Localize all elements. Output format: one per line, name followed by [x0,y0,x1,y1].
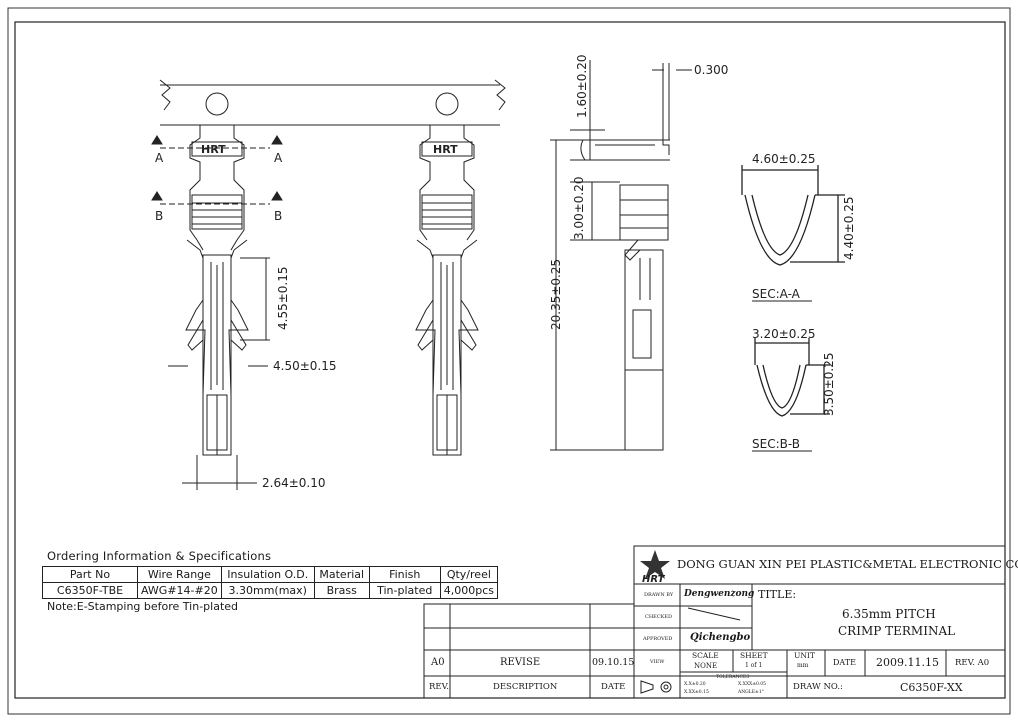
rev-label: REV. A0 [955,658,990,668]
company-logo-star [640,550,670,579]
cell-qty: 4,000pcs [439,582,499,599]
col-date-header: DATE [601,682,626,692]
scale-value: NONE [694,662,718,670]
terminal-side-view [550,60,692,451]
stamp-hrt-1: HRT [201,143,226,156]
cell-material: Brass [313,582,370,599]
dim-440-text: 4.40±0.25 [842,197,856,261]
drawno-value: C6350F-XX [900,681,963,694]
ordering-title: Ordering Information & Specifications [47,549,272,563]
rev-row-rev: A0 [431,657,445,668]
header-part-no: Part No [42,566,138,583]
dim-450-text: 4.50±0.15 [273,359,337,373]
terminal-front-view-2 [415,125,479,456]
approved-by-value: Qichengbo [690,632,751,643]
title-line-2: CRIMP TERMINAL [838,624,956,638]
dim-320-text: 3.20±0.25 [752,327,816,341]
cell-wire-range: AWG#14-#20 [137,582,222,599]
drawn-by-value: Dengwenzong [684,589,755,599]
company-logo-text: HRT [642,574,666,585]
section-bb-shape [754,338,830,417]
section-mark-a-right: A [274,151,283,165]
checked-label: CHECKED [645,614,673,620]
terminal-front-view-1 [159,79,506,456]
section-aa-shape [741,165,845,266]
ordering-header-row: Part No Wire Range Insulation O.D. Mater… [42,566,499,583]
date-label: DATE [833,658,856,667]
dim-160-text: 1.60±0.20 [575,55,589,119]
projection-circle-icon [660,681,672,693]
tolerance-4: ANGLE±1° [738,690,764,695]
section-mark-a-left: A [155,151,164,165]
dim-460-text: 4.60±0.25 [752,152,816,166]
dim-0300-text: 0.300 [694,63,728,77]
unit-label: UNIT [794,651,815,660]
rev-row-date: 09.10.15 [592,657,635,668]
header-wire-range: Wire Range [137,566,222,583]
header-material: Material [313,566,370,583]
title-block-grid [423,545,1006,699]
tolerance-1: X.X±0.20 [684,682,706,687]
ordering-data-row: C6350F-TBE AWG#14-#20 3.30mm(max) Brass … [42,582,499,599]
cell-part-no: C6350F-TBE [42,582,138,599]
section-aa-label: SEC:A-A [752,287,801,301]
section-mark-b-right: B [274,209,282,223]
ordering-table: Part No Wire Range Insulation O.D. Mater… [42,566,499,599]
tolerances-label: TOLERANCES [716,675,750,680]
section-mark-b-left: B [155,209,163,223]
cell-finish: Tin-plated [368,582,441,599]
ordering-note: Note:E-Stamping before Tin-plated [47,600,239,613]
stamp-hrt-2: HRT [433,143,458,156]
projection-icon [640,680,654,694]
section-cut-lines [160,147,270,205]
dim-350-text: 3.50±0.25 [822,353,836,417]
drawno-label: DRAW NO.: [793,682,843,692]
section-arrows [151,135,283,201]
tolerance-3: X.XX±0.15 [684,690,709,695]
header-qty: Qty/reel [439,566,499,583]
scale-label: SCALE [692,651,719,660]
rev-row-desc: REVISE [500,657,541,668]
section-bb-label: SEC:B-B [752,437,800,451]
dim-2035-text: 20.35±0.25 [549,259,563,330]
pilot-hole-1 [205,92,229,116]
pilot-hole-2 [435,92,459,116]
header-finish: Finish [368,566,441,583]
title-label: TITLE: [758,588,797,601]
approved-label: APPROVED [643,636,673,642]
cell-insulation: 3.30mm(max) [220,582,315,599]
dim-264-text: 2.64±0.10 [262,476,326,490]
dim-264-lines [182,455,257,490]
col-rev-header: REV. [429,682,449,692]
title-line-1: 6.35mm PITCH [842,607,936,621]
header-insulation: Insulation O.D. [220,566,315,583]
outer-border [7,7,1011,715]
dim-455-lines [240,257,270,341]
view-label: VIEW [650,659,665,665]
dim-300-text: 3.00±0.20 [572,177,586,241]
unit-value: mm [797,662,809,669]
drawn-by-label: DRAWN BY [644,592,674,598]
col-desc-header: DESCRIPTION [493,682,558,692]
tolerance-2: X.XXX±0.05 [738,682,767,687]
date-value: 2009.11.15 [876,656,939,669]
sheet-value: 1 of 1 [745,662,763,669]
dim-455-text: 4.55±0.15 [276,267,290,331]
sheet-label: SHEET [740,651,768,660]
company-name: DONG GUAN XIN PEI PLASTIC&METAL ELECTRON… [677,557,1018,571]
projection-inner-icon [663,684,669,690]
